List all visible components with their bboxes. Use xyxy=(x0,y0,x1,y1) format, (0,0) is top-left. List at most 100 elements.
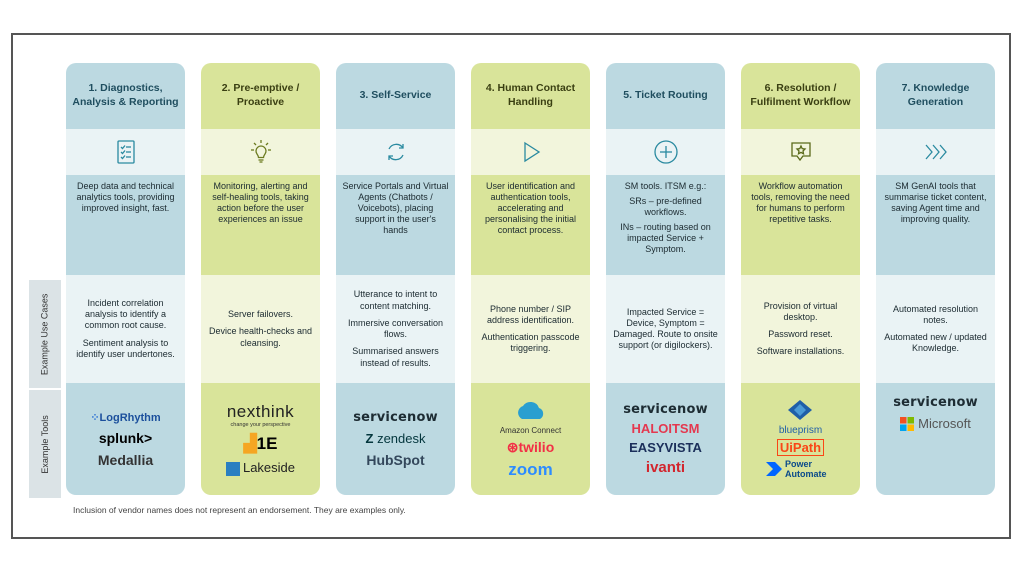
lakeside-logo: Lakeside xyxy=(225,460,295,476)
splunk-logo: splunk> xyxy=(98,429,153,446)
use-case-item: Automated new / updated Knowledge. xyxy=(884,332,987,354)
column-description: SM GenAI tools that summarise ticket con… xyxy=(876,175,995,275)
column-description: SM tools. ITSM e.g.: SRs – pre-defined w… xyxy=(606,175,725,275)
column-description: User identification and authentication t… xyxy=(471,175,590,275)
description-text: SM tools. ITSM e.g.: xyxy=(624,181,707,191)
icon-row xyxy=(606,129,725,175)
star-message-icon xyxy=(790,142,811,162)
footnote: Inclusion of vendor names does not repre… xyxy=(73,505,406,515)
column-title: 7. Knowledge Generation xyxy=(901,82,970,108)
use-cases: Server failovers. Device health-checks a… xyxy=(201,275,320,383)
tools-list: ⁘LogRhythm splunk> Medallia xyxy=(66,383,185,495)
description-text: Service Portals and Virtual Agents (Chat… xyxy=(342,181,449,235)
tools-list: nexthink change your perspective ▟1E Lak… xyxy=(201,383,320,495)
use-case-item: Password reset. xyxy=(768,329,833,339)
zoom-logo: zoom xyxy=(508,459,553,479)
blueprism-mark-icon xyxy=(788,399,813,420)
use-case-item: Immersive conversation flows. xyxy=(347,317,444,339)
tools-list: servicenow Z zendesk HubSpot xyxy=(336,383,455,495)
use-case-item: Incident correlation analysis to identif… xyxy=(84,297,167,331)
diagram-frame: Example Use Cases Example Tools 1. Diagn… xyxy=(11,33,1011,539)
column-diagnostics: 1. Diagnostics, Analysis & Reporting Dee… xyxy=(66,63,185,495)
nexthink-logo: nexthink change your perspective xyxy=(226,402,295,429)
column-self-service: 3. Self-Service Service Portals and Virt… xyxy=(336,63,455,495)
use-cases: Phone number / SIP address identificatio… xyxy=(471,275,590,383)
microsoft-logo: Microsoft xyxy=(900,416,971,431)
cloud-icon xyxy=(517,401,543,419)
microsoft-grid-icon xyxy=(900,416,915,431)
chevrons-right-icon xyxy=(925,144,947,160)
description-text: INs – routing based on impacted Service … xyxy=(620,221,711,254)
lightbulb-icon xyxy=(250,140,271,163)
description-text: SM GenAI tools that summarise ticket con… xyxy=(884,181,987,224)
servicenow-logo: servicenow xyxy=(893,395,978,410)
description-text: Deep data and technical analytics tools,… xyxy=(76,181,175,213)
side-label-tools: Example Tools xyxy=(29,390,61,498)
zendesk-logo: Z zendesk xyxy=(365,431,426,446)
use-case-item: Sentiment analysis to identify user unde… xyxy=(76,337,175,359)
easyvista-logo: EASYVISTA xyxy=(629,440,702,455)
use-case-item: Server failovers. xyxy=(227,309,294,320)
column-title: 4. Human Contact Handling xyxy=(485,82,576,108)
column-title: 2. Pre-emptive / Proactive xyxy=(221,82,300,108)
use-case-item: Phone number / SIP address identificatio… xyxy=(486,303,575,325)
use-case-item: Summarised answers instead of results. xyxy=(352,346,439,368)
plus-circle-icon xyxy=(653,140,678,164)
column-preemptive: 2. Pre-emptive / Proactive Monitoring, a… xyxy=(201,63,320,495)
use-case-item: Provision of virtual desktop. xyxy=(763,300,838,322)
servicenow-logo: servicenow xyxy=(623,402,708,417)
medallia-logo: Medallia xyxy=(97,451,154,468)
power-automate-logo: Power Automate xyxy=(766,459,835,479)
use-cases: Automated resolution notes. Automated ne… xyxy=(876,275,995,383)
column-knowledge: 7. Knowledge Generation SM GenAI tools t… xyxy=(876,63,995,495)
hubspot-logo: HubSpot xyxy=(366,452,425,468)
description-text: SRs – pre-defined workflows. xyxy=(629,195,702,217)
column-resolution: 6. Resolution / Fulfilment Workflow Work… xyxy=(741,63,860,495)
1e-logo: ▟1E xyxy=(243,434,278,454)
icon-row xyxy=(471,129,590,175)
icon-row xyxy=(336,129,455,175)
logrhythm-logo: ⁘LogRhythm xyxy=(90,411,161,424)
ivanti-logo: ivanti xyxy=(645,459,686,476)
icon-row xyxy=(201,129,320,175)
icon-row xyxy=(876,129,995,175)
tools-list: servicenow Microsoft xyxy=(876,383,995,495)
icon-row xyxy=(66,129,185,175)
column-title: 6. Resolution / Fulfilment Workflow xyxy=(750,82,851,108)
power-automate-icon xyxy=(766,461,782,476)
use-case-item: Impacted Service = Device, Symptom = Dam… xyxy=(613,306,718,351)
use-cases: Utterance to intent to content matching.… xyxy=(336,275,455,383)
checklist-icon xyxy=(116,140,135,164)
column-description: Service Portals and Virtual Agents (Chat… xyxy=(336,175,455,275)
column-ticket-routing: 5. Ticket Routing SM tools. ITSM e.g.: S… xyxy=(606,63,725,495)
tools-list: servicenow HALOITSM EASYVISTA ivanti xyxy=(606,383,725,495)
column-description: Workflow automation tools, removing the … xyxy=(741,175,860,275)
use-case-item: Authentication passcode triggering. xyxy=(481,332,580,354)
tools-list: Amazon Connect ⊛twilio zoom xyxy=(471,383,590,495)
column-description: Deep data and technical analytics tools,… xyxy=(66,175,185,275)
refresh-icon xyxy=(387,143,404,161)
twilio-logo: ⊛twilio xyxy=(506,438,555,455)
column-title: 5. Ticket Routing xyxy=(623,89,708,102)
icon-row xyxy=(741,129,860,175)
side-label-use-cases: Example Use Cases xyxy=(29,280,61,388)
play-icon xyxy=(523,141,540,163)
tools-list: blueprism UiPath Power Automate xyxy=(741,383,860,495)
blueprism-logo: blueprism xyxy=(779,399,822,436)
column-title: 1. Diagnostics, Analysis & Reporting xyxy=(72,82,179,108)
use-case-item: Automated resolution notes. xyxy=(892,303,979,325)
use-cases: Impacted Service = Device, Symptom = Dam… xyxy=(606,275,725,383)
description-text: User identification and authentication t… xyxy=(484,181,577,235)
column-description: Monitoring, alerting and self-healing to… xyxy=(201,175,320,275)
amazon-connect-logo: Amazon Connect xyxy=(500,399,561,435)
use-case-item: Device health-checks and cleansing. xyxy=(208,326,313,348)
column-human-contact: 4. Human Contact Handling User identific… xyxy=(471,63,590,495)
use-cases: Provision of virtual desktop. Password r… xyxy=(741,275,860,383)
use-case-item: Software installations. xyxy=(756,346,845,357)
use-cases: Incident correlation analysis to identif… xyxy=(66,275,185,383)
haloitsm-logo: HALOITSM xyxy=(631,421,700,436)
use-case-item: Utterance to intent to content matching. xyxy=(353,289,438,311)
uipath-logo: UiPath xyxy=(776,438,825,456)
servicenow-logo: servicenow xyxy=(353,410,438,425)
column-title: 3. Self-Service xyxy=(359,89,432,102)
